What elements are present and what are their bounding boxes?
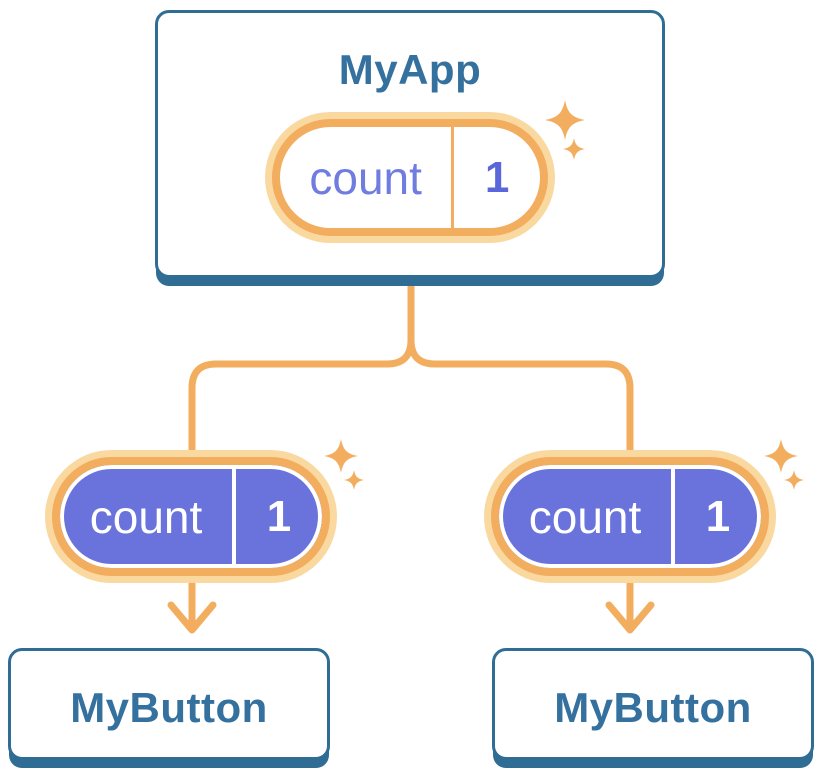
- arrow-right-head-icon: [605, 601, 655, 634]
- pill-divider: [451, 127, 455, 228]
- state-pill-left: count 1: [45, 450, 337, 583]
- sparkle-icon-small: [563, 138, 585, 160]
- pill-value: 1: [705, 491, 731, 541]
- component-card-mybutton-left: MyButton: [8, 648, 330, 760]
- props-pill-root: count 1: [265, 112, 555, 243]
- sparkle-icon: [764, 439, 798, 473]
- pill-value: 1: [484, 152, 510, 202]
- component-title-mybutton-left: MyButton: [70, 684, 268, 731]
- pill-label: count: [528, 490, 642, 543]
- sparkle-icon-small: [784, 470, 804, 490]
- props-pill-root-body: count 1: [272, 119, 548, 236]
- arrow-left-head-icon: [167, 601, 217, 634]
- pill-divider: [671, 465, 675, 568]
- branch-right-connector: [407, 276, 634, 458]
- state-pill-right: count 1: [484, 450, 776, 583]
- component-title-mybutton-right: MyButton: [554, 684, 752, 731]
- pill-label: count: [89, 490, 203, 543]
- sparkle-icon: [324, 439, 358, 473]
- pill-label: count: [309, 151, 422, 204]
- pill-divider: [232, 465, 236, 568]
- state-pill-left-body: count 1: [52, 457, 330, 576]
- sparkle-icon: [545, 100, 585, 140]
- pill-value: 1: [266, 491, 292, 541]
- component-card-mybutton-right: MyButton: [492, 648, 814, 760]
- state-pill-right-body: count 1: [491, 457, 769, 576]
- component-title-myapp: MyApp: [338, 46, 482, 93]
- sparkle-icon-small: [344, 470, 364, 490]
- branch-left-connector: [188, 276, 415, 458]
